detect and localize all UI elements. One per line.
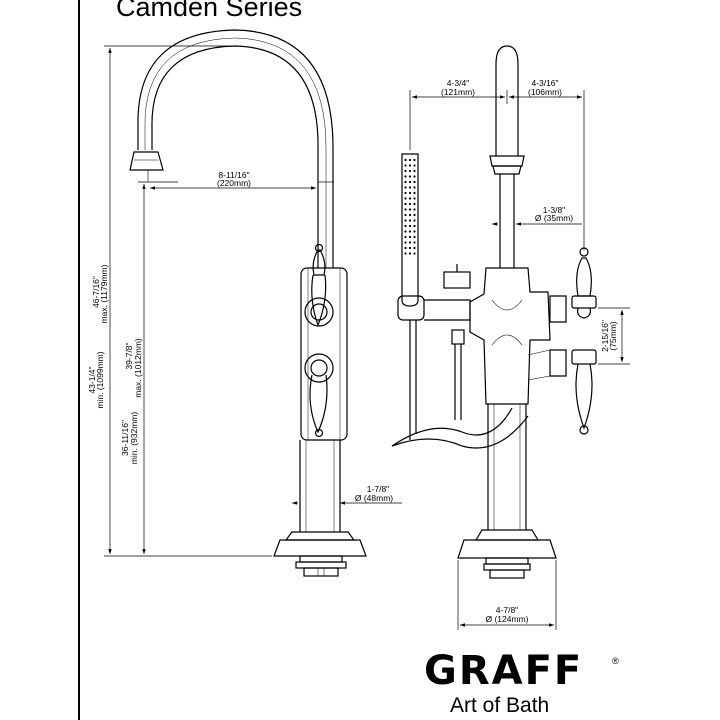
spray-hole [404, 224, 407, 228]
spray-hole [404, 202, 407, 206]
spray-hole [408, 224, 412, 228]
logo-wordmark: GRAFF [424, 648, 584, 694]
right-dimension-lines [409, 90, 630, 630]
handle-offset-label-line-1: 4-3/16" [531, 78, 558, 88]
spray-hole [408, 186, 412, 189]
spray-hole [404, 219, 407, 222]
spray-hole [408, 202, 412, 206]
left-dimension-lines [104, 45, 402, 557]
spray-hole [413, 235, 416, 239]
spout-height-label-line-4: min. (932mm) [129, 412, 139, 465]
spray-hole [413, 169, 416, 173]
spray-hole [408, 191, 412, 195]
spray-hole [404, 169, 407, 173]
spray-hole [408, 230, 412, 233]
spout-height-label-line-3: 36-11/16" [120, 420, 130, 456]
spray-hole [408, 219, 412, 222]
spray-hole [404, 180, 407, 184]
spray-hole [413, 252, 416, 255]
spray-hole [413, 246, 416, 250]
spray-hole [404, 241, 407, 244]
overall-height-label-line-1: 46-7/16" [91, 276, 101, 308]
left-faucet-outline [129, 29, 367, 577]
spray-hole [413, 197, 416, 200]
overall-height-label-line-3: 43-1/4" [87, 366, 97, 393]
handshower-offset-label-line-1: 4-3/4" [447, 78, 469, 88]
handle-spacing-label-line-2: (75mm) [608, 321, 618, 350]
column-diameter-label-line-2: Ø (48mm) [355, 493, 393, 503]
spray-hole [408, 241, 412, 244]
spray-hole [408, 169, 412, 173]
spray-hole [404, 246, 407, 250]
spray-hole [404, 252, 407, 255]
spray-hole [408, 175, 412, 178]
spray-hole [413, 230, 416, 233]
spray-hole [404, 191, 407, 195]
spray-hole [404, 197, 407, 200]
spray-hole [408, 213, 412, 217]
handshower-offset-label-line-2: (121mm) [441, 87, 475, 97]
spray-hole [413, 164, 416, 167]
spout-diameter-label-line-2: Ø (35mm) [535, 213, 573, 223]
spray-hole [404, 230, 407, 233]
spray-hole [404, 213, 407, 217]
spout-reach-label-line-2: (220mm) [217, 178, 251, 188]
handshower-spray-holes [404, 158, 416, 255]
graff-logo: GRAFF ® Art of Bath [424, 648, 624, 720]
spout-reach-label-line-1: 8-11/16" [218, 170, 249, 180]
spray-hole [408, 197, 412, 200]
spray-hole [404, 208, 407, 211]
spray-hole [413, 208, 416, 211]
left-margin-rule [78, 0, 80, 720]
spout-height-label-line-1: 39-7/8" [124, 342, 134, 369]
spray-hole [413, 180, 416, 184]
spray-hole [413, 213, 416, 217]
spray-hole [413, 191, 416, 195]
spray-hole [404, 158, 407, 162]
registered-mark: ® [612, 656, 619, 666]
spout-diameter-label-line-1: 1-3/8" [543, 205, 565, 215]
logo-tagline: Art of Bath [450, 694, 550, 717]
overall-height-label-line-4: min. (1099mm) [95, 351, 105, 408]
spray-hole [408, 208, 412, 211]
spray-hole [404, 235, 407, 239]
spray-hole [413, 241, 416, 244]
spray-hole [404, 164, 407, 167]
spout-height-label-line-2: max. (1012mm) [133, 338, 143, 398]
spray-hole [413, 219, 416, 222]
spray-hole [404, 175, 407, 178]
base-diameter-label-line-1: 4-7/8" [496, 605, 518, 615]
spray-hole [408, 235, 412, 239]
handle-offset-label-line-2: (106mm) [528, 87, 562, 97]
base-diameter-label-line-2: Ø (124mm) [486, 614, 529, 624]
spray-hole [408, 164, 412, 167]
page-title: Camden Series [116, 0, 303, 22]
column-diameter-label-line-1: 1-7/8" [367, 484, 389, 494]
spray-hole [408, 252, 412, 255]
spray-hole [404, 186, 407, 189]
spray-hole [413, 224, 416, 228]
spray-hole [408, 158, 412, 162]
spray-hole [413, 175, 416, 178]
spray-hole [413, 202, 416, 206]
spray-hole [408, 246, 412, 250]
spray-hole [413, 186, 416, 189]
spray-hole [408, 180, 412, 184]
handle-spacing-label-line-1: 2-15/16" [600, 320, 610, 352]
right-faucet-outline [391, 45, 597, 579]
overall-height-label-line-2: max. (1179mm) [99, 264, 109, 323]
spray-hole [413, 158, 416, 162]
